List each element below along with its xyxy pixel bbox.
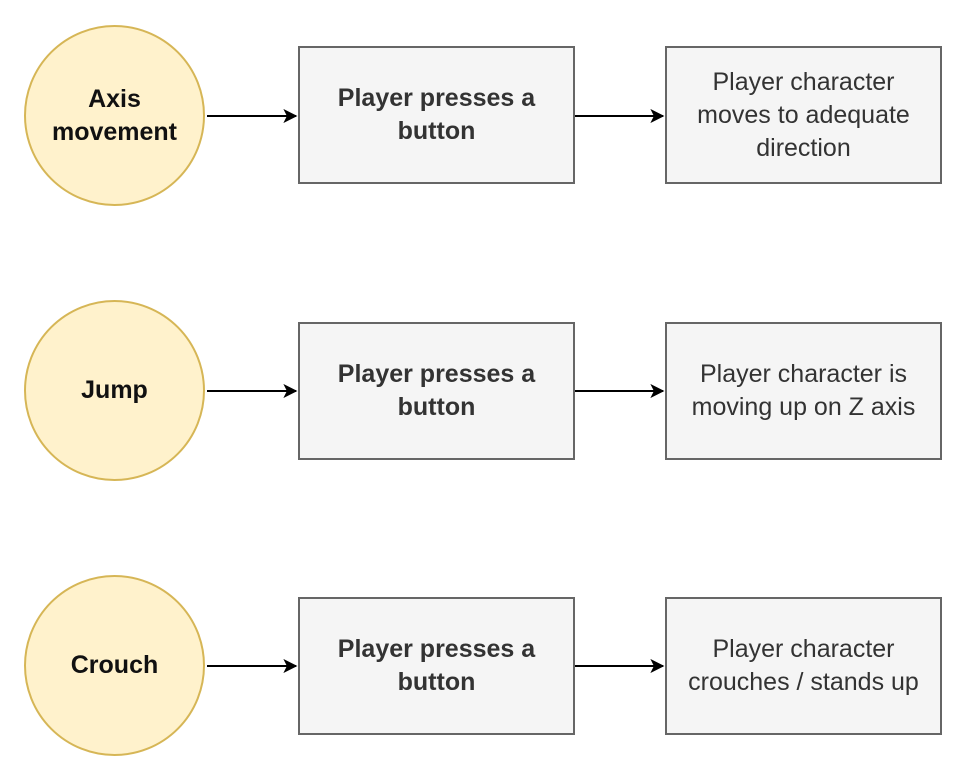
action-box-jump: Player presses a button [298, 322, 575, 460]
action-box-axis-movement: Player presses a button [298, 46, 575, 184]
action-box-crouch: Player presses a button [298, 597, 575, 735]
result-box-jump: Player character is moving up on Z axis [665, 322, 942, 460]
trigger-crouch: Crouch [24, 575, 205, 756]
trigger-axis-movement: Axis movement [24, 25, 205, 206]
result-box-crouch: Player character crouches / stands up [665, 597, 942, 735]
result-box-axis-movement: Player character moves to adequate direc… [665, 46, 942, 184]
trigger-jump: Jump [24, 300, 205, 481]
